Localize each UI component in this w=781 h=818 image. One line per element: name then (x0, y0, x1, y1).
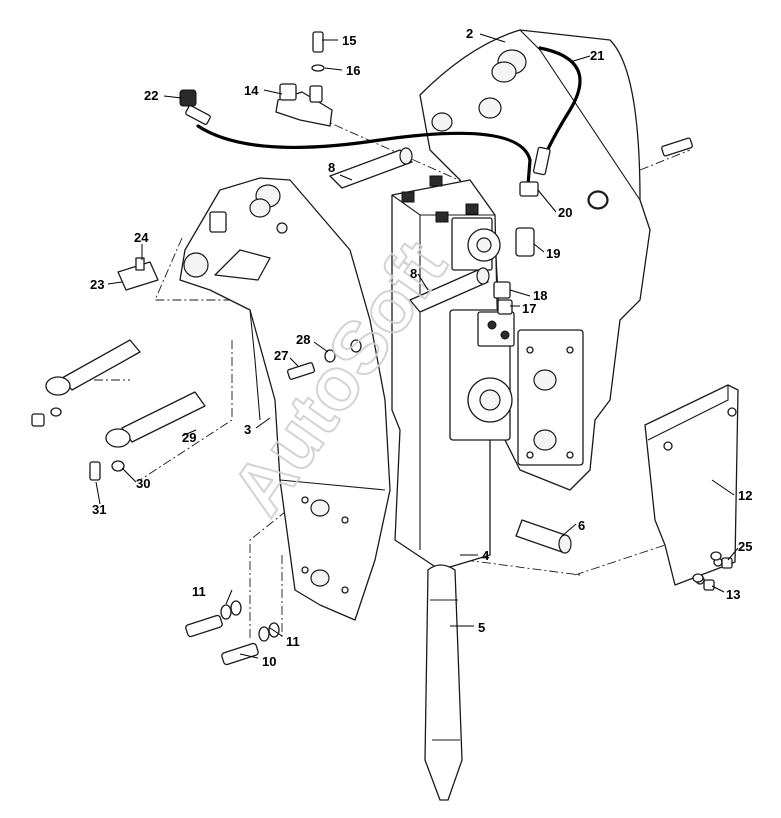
callout-10: 10 (262, 654, 276, 669)
pin-upper-left (61, 339, 141, 391)
bolt-31 (89, 461, 101, 481)
callout-15: 15 (342, 33, 356, 48)
control-valve (477, 311, 515, 347)
callout-29: 29 (182, 430, 196, 445)
chisel (424, 564, 463, 801)
callout-28: 28 (296, 332, 310, 347)
hose-22 (196, 124, 532, 187)
left-plate-holes (183, 184, 349, 594)
callout-labels: 2 3 4 5 6 8 8 10 11 11 12 13 14 15 16 17… (90, 26, 752, 669)
fitting-18 (493, 281, 511, 299)
callout-8b: 8 (410, 266, 417, 281)
callout-4: 4 (482, 548, 490, 563)
callout-6: 6 (578, 518, 585, 533)
callout-22: 22 (144, 88, 158, 103)
pin-upper-8 (329, 149, 413, 189)
top-bolts (401, 175, 479, 223)
hose-22-fitting (179, 89, 197, 107)
callout-2: 2 (466, 26, 473, 41)
callout-5: 5 (478, 620, 485, 635)
callout-19: 19 (546, 246, 560, 261)
side-plate-left (179, 177, 391, 621)
callout-18: 18 (533, 288, 547, 303)
clamp-24 (209, 211, 227, 233)
washer-25 (710, 551, 722, 561)
bolt-15 (312, 31, 324, 53)
callout-13: 13 (726, 587, 740, 602)
bolt-13 (703, 579, 715, 591)
fitting-19 (515, 227, 535, 257)
callout-30: 30 (136, 476, 150, 491)
washer-30 (111, 460, 125, 472)
callout-16: 16 (346, 63, 360, 78)
callout-27: 27 (274, 348, 288, 363)
washer-13 (692, 573, 704, 583)
retaining-bracket (214, 249, 271, 281)
leader-lines (95, 33, 739, 659)
callout-17: 17 (522, 301, 536, 316)
callout-21: 21 (590, 48, 604, 63)
callout-11a: 11 (192, 584, 206, 599)
bushing-right (588, 191, 608, 209)
washer-16 (311, 64, 325, 72)
callout-3: 3 (244, 422, 251, 437)
washer-11-upper (220, 604, 232, 620)
callout-24: 24 (134, 230, 149, 245)
callout-31: 31 (92, 502, 106, 517)
callout-8a: 8 (328, 160, 335, 175)
bolt-right-plate (661, 137, 693, 157)
callout-23: 23 (90, 277, 104, 292)
washer-28 (324, 349, 336, 363)
bolt-27 (286, 362, 316, 380)
callout-11b: 11 (286, 634, 300, 649)
side-cover-plate (644, 384, 739, 586)
callout-14: 14 (244, 83, 259, 98)
fitting-17 (497, 299, 513, 315)
washer-11-lower (258, 626, 270, 642)
side-plate-right (419, 29, 651, 491)
right-plate-pad (517, 329, 584, 466)
fitting-20 (519, 181, 539, 197)
callout-12: 12 (738, 488, 752, 503)
callout-25: 25 (738, 539, 752, 554)
callout-20: 20 (558, 205, 572, 220)
bracket-block (279, 83, 297, 101)
hose-21-fitting (532, 146, 551, 176)
pin-lower-8 (409, 269, 489, 313)
bolt-10-upper (185, 614, 223, 638)
